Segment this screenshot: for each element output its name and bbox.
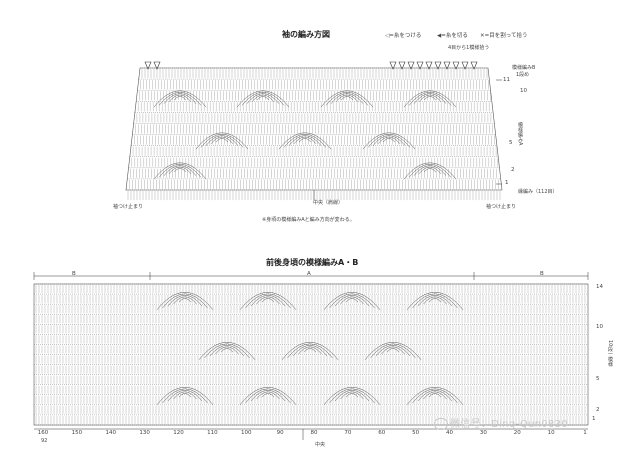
x-tick-label: 130 xyxy=(139,430,150,436)
section-label-b-left: B xyxy=(72,271,76,277)
x-tick-label: 10 xyxy=(547,430,555,436)
x-tick-label: 60 xyxy=(378,430,386,436)
legend-cut: ◀=糸を切る xyxy=(437,33,468,39)
x-tick-label: 140 xyxy=(105,430,117,436)
sleeve-stop-left: 袖つけ止まり xyxy=(113,204,144,210)
x-tick-label: 30 xyxy=(479,430,487,436)
body-row-10: 10 xyxy=(596,324,603,330)
split-stitch-icon: ✕ xyxy=(480,33,485,39)
label-one-turn: 1段め xyxy=(516,72,530,78)
body-chart xyxy=(33,272,589,440)
body-center-label: 中央 xyxy=(315,442,326,448)
body-row-5: 5 xyxy=(596,376,600,382)
label-fringe: 縁編み（112目） xyxy=(518,189,558,195)
x-tick-label: 80 xyxy=(310,430,318,436)
sleeve-row-11: 11 xyxy=(503,77,510,83)
section-label-b-right: B xyxy=(540,271,544,277)
x-tick-label: 160 xyxy=(37,430,49,436)
decrease-note: 4目から1模様拾う xyxy=(448,45,490,51)
x-tick-label: 50 xyxy=(412,430,420,436)
sleeve-title: 袖の編み方図 xyxy=(282,30,330,39)
cut-yarn-icon: ◀ xyxy=(437,33,442,39)
sleeve-stop-right: 袖つけ止まり xyxy=(486,204,517,210)
x-tick-label: 1 xyxy=(583,430,587,436)
wechat-icon xyxy=(434,418,448,430)
body-row-1: 1 xyxy=(592,416,596,422)
sleeve-note: ※身頃の模様編みAと編み方向が変わる。 xyxy=(262,217,355,223)
label-pattern-b: 模様編みB xyxy=(512,65,536,71)
x-tick-label: 40 xyxy=(446,430,453,436)
x-tick-label: 90 xyxy=(276,430,284,436)
label-pattern-a: 模様編みA xyxy=(517,122,523,146)
x-tick-label: 120 xyxy=(173,430,184,436)
sleeve-row-1: 1 xyxy=(505,180,509,186)
legend-attach: ◁=糸をつける xyxy=(385,33,422,39)
x-tick-label: 20 xyxy=(513,430,521,436)
body-repeat-note: 10段一模様 xyxy=(607,340,613,367)
body-title: 前後身頃の模様編みA・B xyxy=(266,258,359,267)
x-tick-label: 100 xyxy=(241,430,252,436)
page-number: 92 xyxy=(41,438,48,444)
attach-yarn-icon: ◁ xyxy=(385,33,390,39)
body-row-14: 14 xyxy=(596,284,603,290)
sleeve-row-10: 10 xyxy=(520,88,527,94)
sleeve-row-5: 5 xyxy=(509,140,513,146)
x-tick-label: 70 xyxy=(344,430,352,436)
x-tick-label: 150 xyxy=(71,430,83,436)
x-tick-label: 110 xyxy=(207,430,218,436)
sleeve-center-label: 中央（肩線） xyxy=(313,200,344,206)
watermark-text: 微信号：Ding-Qun0830 xyxy=(450,419,568,430)
sleeve-chart xyxy=(125,61,503,201)
legend-split: ✕=目を割って拾う xyxy=(480,33,528,39)
sleeve-row-2: 2 xyxy=(511,167,515,173)
body-row-2: 2 xyxy=(596,407,600,413)
section-label-a: A xyxy=(307,271,311,277)
